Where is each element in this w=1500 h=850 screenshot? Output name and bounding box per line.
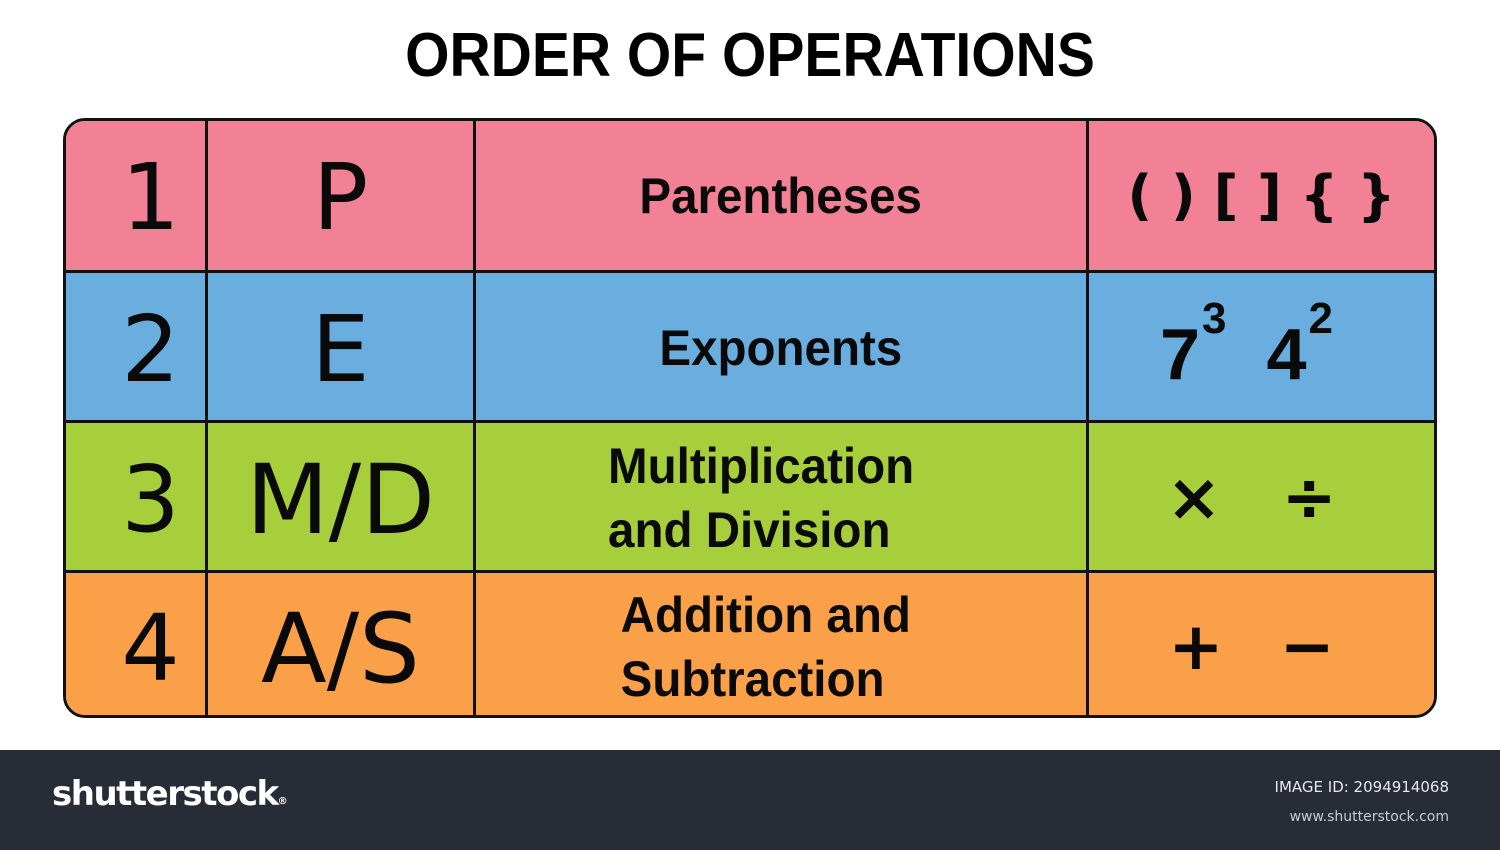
table-row-parentheses: 1 P Parentheses ( ) [ ] { }: [66, 121, 1434, 270]
acronym-letter-cell: M/D: [208, 423, 476, 573]
website-link[interactable]: www.shutterstock.com: [1289, 809, 1449, 825]
operation-name-cell: Parentheses: [476, 121, 1089, 270]
operator-symbols: × ÷: [1166, 465, 1357, 531]
acronym-letter: A/S: [261, 593, 420, 705]
image-id-label: IMAGE ID: 2094914068: [1274, 778, 1449, 796]
symbol-cell: × ÷: [1089, 423, 1434, 573]
step-number-cell: 3: [66, 423, 208, 573]
operation-name-cell: Addition and Subtraction: [476, 573, 1089, 715]
shutterstock-logo[interactable]: shutterstock®: [52, 774, 288, 814]
step-number: 1: [121, 143, 180, 251]
step-number-cell: 4: [66, 573, 208, 715]
footer-bar: shutterstock® IMAGE ID: 2094914068 www.s…: [0, 750, 1500, 850]
acronym-letter-cell: E: [208, 273, 476, 423]
operation-name: Parentheses: [639, 167, 923, 224]
operation-name: Addition and Subtraction: [620, 587, 912, 707]
table-row-addition-subtraction: 4 A/S Addition and Subtraction + −: [66, 570, 1434, 715]
multiply-icon: ×: [1166, 459, 1222, 536]
curly-braces-symbol: { }: [1299, 163, 1396, 227]
plus-icon: +: [1168, 608, 1224, 685]
minus-icon: −: [1279, 608, 1335, 685]
operation-name: Exponents: [659, 320, 903, 376]
page-title: ORDER OF OPERATIONS: [405, 21, 1095, 90]
step-number: 2: [121, 296, 180, 403]
parentheses-symbol: ( ): [1127, 163, 1196, 227]
acronym-letter-cell: P: [208, 121, 476, 270]
order-of-operations-table: 1 P Parentheses ( ) [ ] { } 2 E Exponent: [63, 118, 1437, 718]
step-number: 3: [121, 446, 180, 553]
acronym-letter: E: [311, 296, 370, 403]
table-row-multiplication-division: 3 M/D Multiplication and Division × ÷: [66, 420, 1434, 573]
symbol-cell: + −: [1089, 573, 1434, 715]
operation-name-cell: Exponents: [476, 273, 1089, 423]
square-brackets-symbol: [ ]: [1213, 163, 1282, 227]
operation-name: Multiplication and Division: [607, 438, 915, 558]
operator-symbols: + −: [1168, 614, 1355, 680]
step-number-cell: 1: [66, 121, 208, 270]
symbol-cell: ( ) [ ] { }: [1089, 121, 1434, 270]
acronym-letter-cell: A/S: [208, 573, 476, 715]
divide-icon: ÷: [1281, 459, 1337, 536]
operation-name-cell: Multiplication and Division: [476, 423, 1089, 573]
acronym-letter: P: [312, 143, 369, 251]
acronym-letter: M/D: [245, 444, 436, 556]
bracket-symbols: ( ) [ ] { }: [1127, 163, 1396, 227]
step-number-cell: 2: [66, 273, 208, 423]
step-number: 4: [121, 595, 180, 702]
